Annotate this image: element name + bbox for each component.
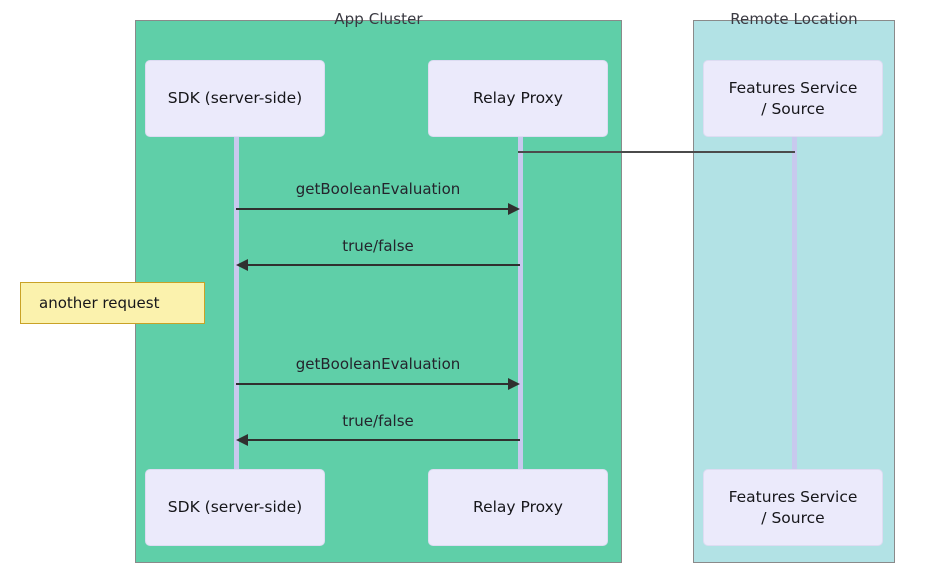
participant-sdk-top[interactable]: SDK (server-side): [145, 60, 325, 137]
lifeline-relay-proxy: [518, 136, 523, 470]
message-2-line: [248, 264, 520, 266]
message-4-arrowhead-icon: [236, 434, 248, 446]
message-2-label: true/false: [342, 237, 414, 255]
participant-relay-proxy-bottom-label: Relay Proxy: [473, 498, 563, 517]
message-1-label: getBooleanEvaluation: [295, 180, 461, 198]
message-1-line: [236, 208, 508, 210]
participant-sdk-bottom[interactable]: SDK (server-side): [145, 469, 325, 546]
participant-features-service-bottom-label-line1: Features Service: [728, 487, 858, 506]
participant-relay-proxy-top-label: Relay Proxy: [473, 89, 563, 108]
lifeline-features-service: [792, 136, 797, 470]
participant-features-service-top[interactable]: Features Service / Source: [703, 60, 883, 137]
message-4-label: true/false: [342, 412, 414, 430]
message-4-line: [248, 439, 520, 441]
message-3-line: [236, 383, 508, 385]
group-app-cluster-title: App Cluster: [334, 10, 423, 28]
lifeline-sdk: [234, 136, 239, 470]
connector-relay-to-features: [518, 151, 795, 153]
message-3-arrowhead-icon: [508, 378, 520, 390]
participant-features-service-top-label-line1: Features Service: [728, 78, 858, 97]
participant-sdk-top-label: SDK (server-side): [167, 89, 303, 108]
participant-relay-proxy-top[interactable]: Relay Proxy: [428, 60, 608, 137]
participant-sdk-bottom-label: SDK (server-side): [167, 498, 303, 517]
note-another-request-label: another request: [39, 294, 160, 312]
participant-features-service-top-label-line2: / Source: [761, 99, 825, 118]
participant-features-service-bottom-label-line2: / Source: [761, 508, 825, 527]
message-1-arrowhead-icon: [508, 203, 520, 215]
participant-features-service-bottom[interactable]: Features Service / Source: [703, 469, 883, 546]
note-another-request[interactable]: another request: [20, 282, 205, 324]
message-2-arrowhead-icon: [236, 259, 248, 271]
group-remote-location-title: Remote Location: [730, 10, 858, 28]
participant-relay-proxy-bottom[interactable]: Relay Proxy: [428, 469, 608, 546]
message-3-label: getBooleanEvaluation: [295, 355, 461, 373]
